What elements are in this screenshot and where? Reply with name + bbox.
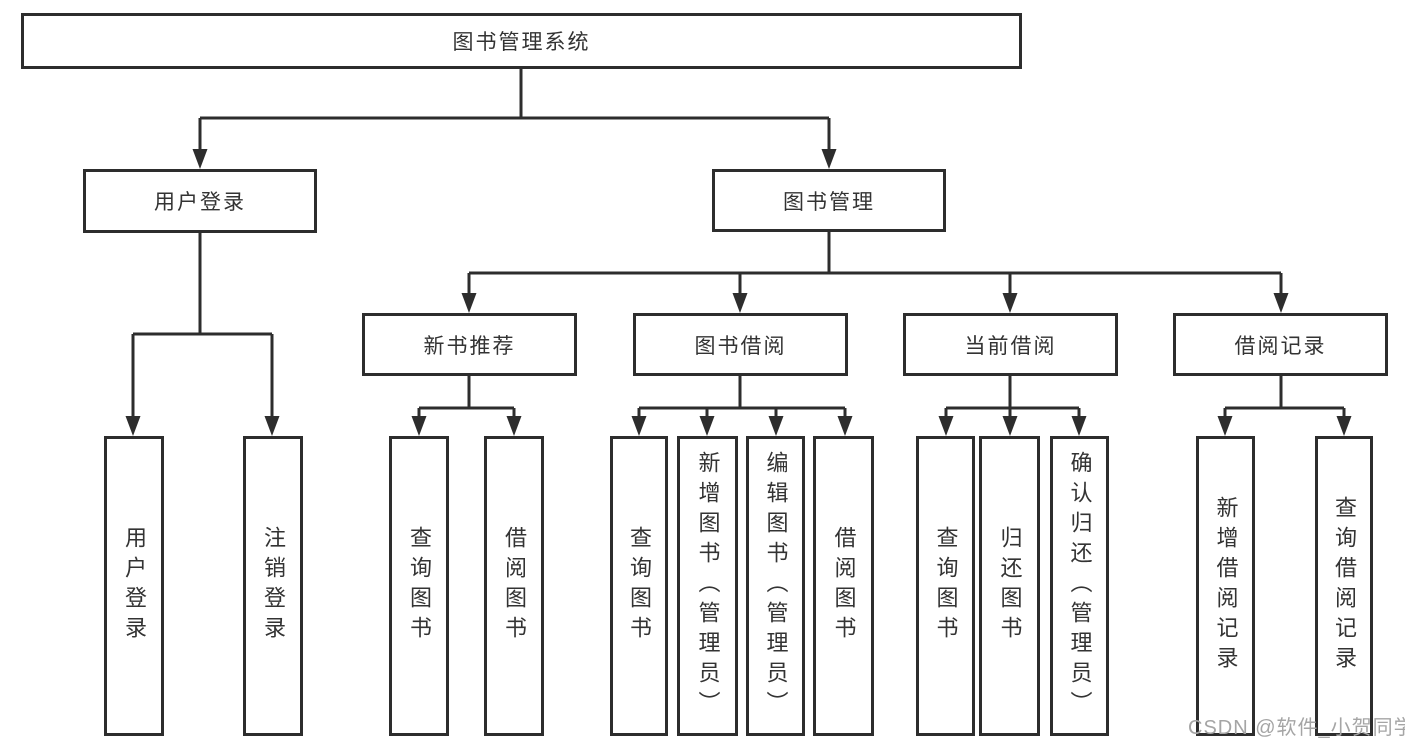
- connector-root-branch: [198, 69, 831, 151]
- node-system-root: 图书管理系统: [21, 13, 1022, 69]
- leaf-user-login-label: 用户登录: [122, 526, 147, 646]
- leaf-logout-label: 注销登录: [261, 526, 286, 646]
- arrowhead-nb-query: [411, 416, 427, 436]
- node-book-borrowing: 图书借阅: [633, 313, 848, 376]
- arrowhead-cb-confirm: [1071, 416, 1087, 436]
- arrowhead-cb-return: [1002, 416, 1018, 436]
- arrowhead-bb-query: [631, 416, 647, 436]
- connector-user-login-branch: [131, 233, 274, 418]
- arrowhead-user-login: [192, 149, 208, 169]
- node-user-login: 用户登录: [83, 169, 317, 233]
- arrowhead-br-query: [1336, 416, 1352, 436]
- node-current-borrowing: 当前借阅: [903, 313, 1118, 376]
- leaf-current-confirm-return-admin: 确认归还（管理员）: [1050, 436, 1109, 736]
- leaf-records-query-record-label: 查询借阅记录: [1332, 496, 1357, 676]
- node-current-borrowing-label: 当前借阅: [964, 334, 1057, 358]
- node-system-root-label: 图书管理系统: [452, 31, 591, 54]
- arrowhead-bb-edit: [768, 416, 784, 436]
- node-borrow-records: 借阅记录: [1173, 313, 1388, 376]
- arrowhead-book-mgmt: [821, 149, 837, 169]
- node-book-management-label: 图书管理: [783, 190, 875, 214]
- arrowhead-new-book: [461, 293, 477, 313]
- leaf-borrowing-query-books-label: 查询图书: [627, 526, 652, 646]
- arrowhead-bb-add: [699, 416, 715, 436]
- arrowhead-borrow-records: [1273, 293, 1289, 313]
- leaf-borrowing-edit-books-admin-label: 编辑图书（管理员）: [763, 451, 789, 721]
- arrowhead-nb-borrow: [506, 416, 522, 436]
- leaf-newbook-borrow-books-label: 借阅图书: [502, 526, 527, 646]
- leaf-records-add-record: 新增借阅记录: [1196, 436, 1255, 736]
- leaf-newbook-query-books: 查询图书: [389, 436, 449, 736]
- arrowhead-bb-borrow: [837, 416, 853, 436]
- connector-borrow-records-branch: [1223, 376, 1346, 419]
- leaf-current-query-books-label: 查询图书: [933, 526, 959, 646]
- node-book-borrowing-label: 图书借阅: [694, 334, 787, 358]
- node-user-login-label: 用户登录: [154, 191, 246, 214]
- leaf-borrowing-borrow-books: 借阅图书: [813, 436, 874, 736]
- leaf-borrowing-query-books: 查询图书: [610, 436, 668, 736]
- arrowhead-book-borrow: [732, 293, 748, 313]
- leaf-records-add-record-label: 新增借阅记录: [1213, 496, 1239, 676]
- leaf-current-return-books: 归还图书: [979, 436, 1040, 736]
- leaf-borrowing-borrow-books-label: 借阅图书: [831, 526, 857, 646]
- arrowhead-leaf-login: [125, 416, 141, 436]
- arrowhead-cb-query: [938, 416, 954, 436]
- connector-book-borrow-branch: [637, 376, 847, 419]
- connector-current-borrow-branch: [944, 376, 1081, 419]
- node-book-management: 图书管理: [712, 169, 946, 232]
- node-new-book-recommend-label: 新书推荐: [423, 334, 516, 358]
- leaf-user-login: 用户登录: [104, 436, 164, 736]
- arrowhead-leaf-logout: [264, 416, 280, 436]
- leaf-current-query-books: 查询图书: [916, 436, 975, 736]
- csdn-watermark: CSDN @软件_小贺同学: [1188, 717, 1405, 739]
- leaf-logout: 注销登录: [243, 436, 303, 736]
- connector-book-mgmt-branch: [467, 232, 1283, 296]
- leaf-borrowing-add-books-admin: 新增图书（管理员）: [677, 436, 738, 736]
- leaf-newbook-query-books-label: 查询图书: [407, 526, 432, 646]
- leaf-borrowing-add-books-admin-label: 新增图书（管理员）: [695, 451, 721, 721]
- leaf-current-return-books-label: 归还图书: [997, 526, 1023, 646]
- arrowhead-br-add: [1217, 416, 1233, 436]
- node-new-book-recommend: 新书推荐: [362, 313, 577, 376]
- arrowhead-current-borrow: [1002, 293, 1018, 313]
- leaf-borrowing-edit-books-admin: 编辑图书（管理员）: [746, 436, 805, 736]
- leaf-newbook-borrow-books: 借阅图书: [484, 436, 544, 736]
- connector-new-book-branch: [417, 376, 516, 419]
- leaf-current-confirm-return-admin-label: 确认归还（管理员）: [1067, 451, 1093, 721]
- node-borrow-records-label: 借阅记录: [1234, 334, 1327, 358]
- leaf-records-query-record: 查询借阅记录: [1315, 436, 1373, 736]
